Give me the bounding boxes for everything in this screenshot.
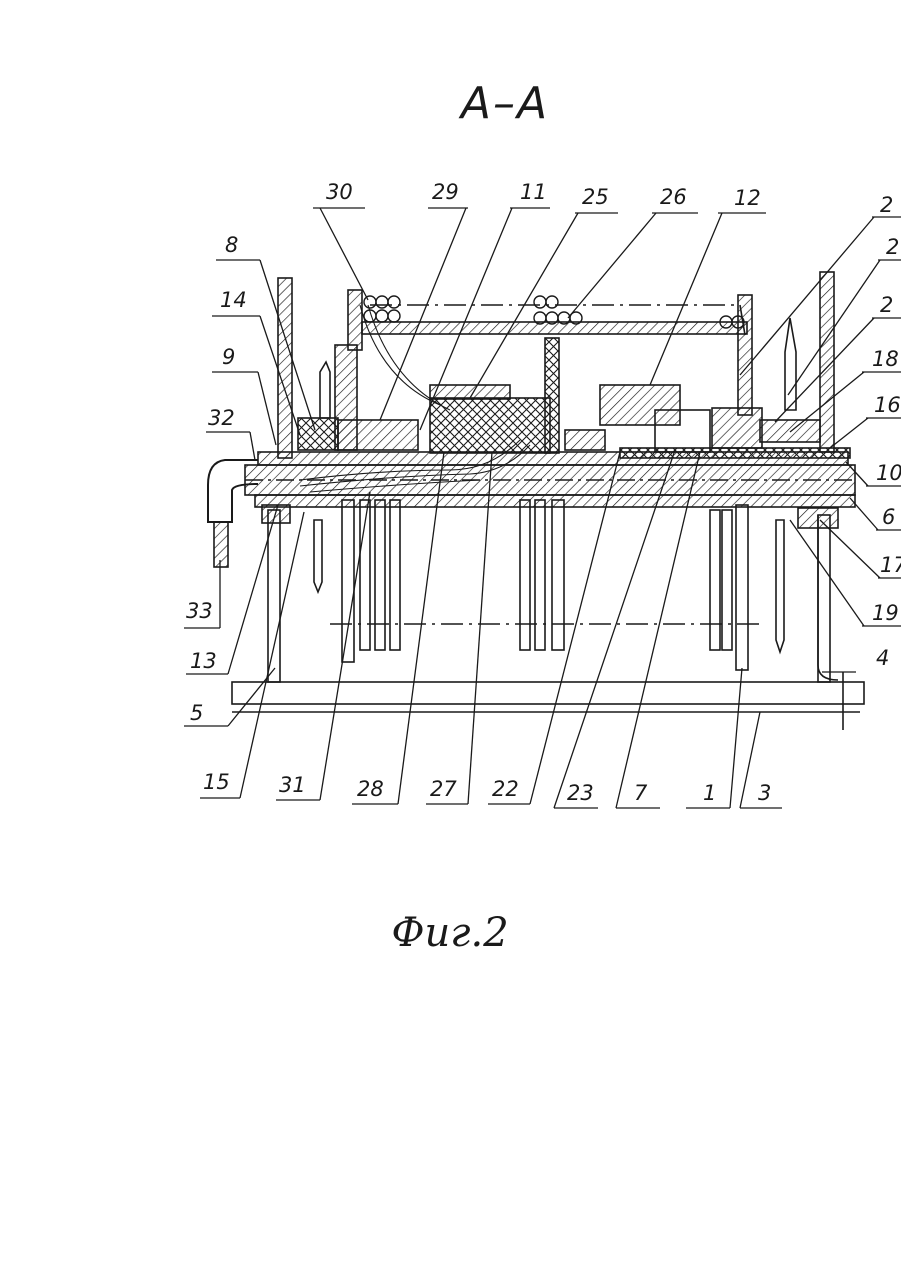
base-plate <box>232 682 864 704</box>
callout-9: 9 <box>212 345 276 445</box>
callout-label-3: 3 <box>758 781 771 805</box>
callout-label-12: 12 <box>734 186 761 210</box>
callout-label-9: 9 <box>222 345 235 369</box>
callout-label-25: 25 <box>582 185 609 209</box>
callout-label-6: 6 <box>882 505 895 529</box>
callout-label-19: 19 <box>872 601 899 625</box>
callout-25: 25 <box>470 185 618 398</box>
callout-label-7: 7 <box>634 781 648 805</box>
callout-label-1: 1 <box>703 781 716 805</box>
callout-33: 33 <box>184 560 220 628</box>
hanging-rods <box>342 500 748 670</box>
callout-label-23: 23 <box>567 781 594 805</box>
left-electrode <box>278 278 292 458</box>
callout-label-27: 27 <box>430 777 457 801</box>
pipe-nozzle <box>214 522 228 567</box>
callout-6: 6 <box>850 498 901 530</box>
callout-30: 30 <box>313 180 368 300</box>
callout-4: 4 <box>822 646 889 672</box>
callout-29: 29 <box>380 180 468 420</box>
left-housing <box>338 420 418 450</box>
coil-block <box>430 398 550 453</box>
figure-caption: Фиг.2 <box>370 910 530 956</box>
callout-label-29: 29 <box>432 180 459 204</box>
callout-13: 13 <box>186 505 278 674</box>
callout-1: 1 <box>686 668 742 808</box>
callout-label-13: 13 <box>190 649 217 673</box>
callout-label-2c: 2 <box>880 293 893 317</box>
callout-label-17: 17 <box>880 553 901 577</box>
callout-label-22: 22 <box>492 777 519 801</box>
callout-label-28: 28 <box>357 777 384 801</box>
callout-label-18: 18 <box>872 347 899 371</box>
right-wall <box>818 515 830 682</box>
callout-label-15: 15 <box>203 770 230 794</box>
callout-label-14: 14 <box>220 288 247 312</box>
callout-label-30: 30 <box>326 180 353 204</box>
callout-label-2b: 2 <box>886 235 899 259</box>
callout-16: 16 <box>830 393 901 448</box>
callout-32: 32 <box>206 406 255 460</box>
callout-label-10: 10 <box>876 461 901 485</box>
callout-label-8: 8 <box>225 233 238 257</box>
callout-3: 3 <box>740 712 782 808</box>
callout-label-2a: 2 <box>880 193 893 217</box>
callout-label-5: 5 <box>190 701 203 725</box>
callout-31: 31 <box>276 492 370 800</box>
left-wall <box>268 510 280 682</box>
callout-label-4: 4 <box>876 646 889 670</box>
callout-label-32: 32 <box>208 406 235 430</box>
callout-label-26: 26 <box>660 185 687 209</box>
callout-5: 5 <box>184 668 275 726</box>
callout-label-16: 16 <box>874 393 901 417</box>
callout-label-33: 33 <box>186 599 213 623</box>
callout-label-11: 11 <box>520 180 547 204</box>
callout-label-31: 31 <box>279 773 306 797</box>
